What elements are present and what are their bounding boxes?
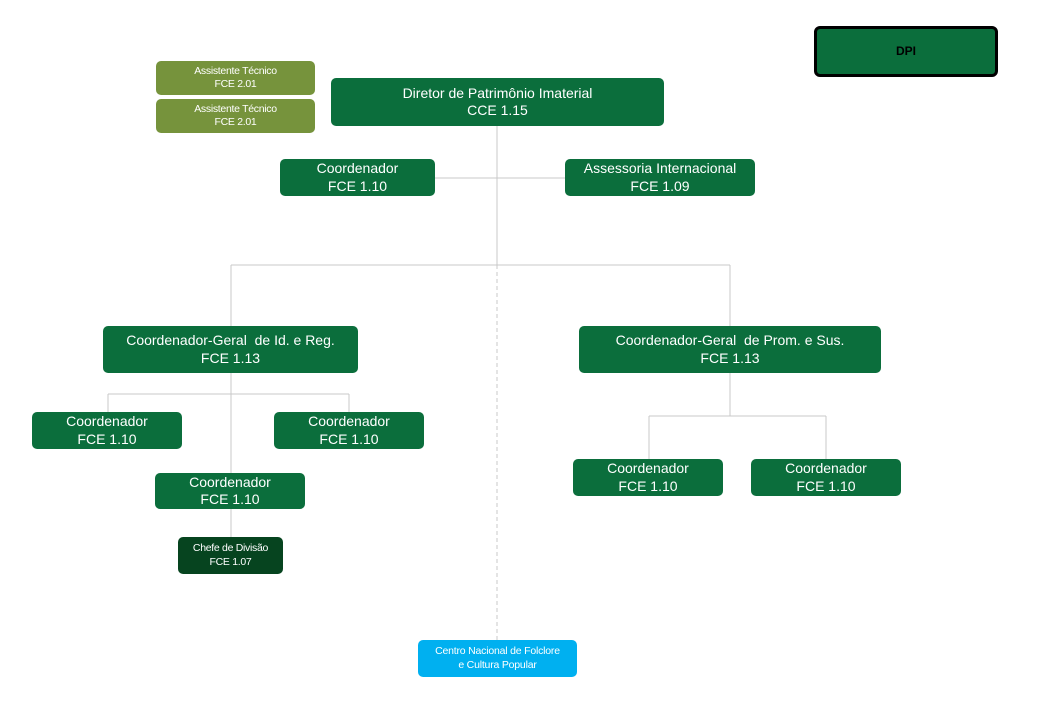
cg-prom-code: FCE 1.13 <box>700 349 760 366</box>
cg-id-coordinator-box: Coordenador FCE 1.10 <box>274 412 424 449</box>
cg-id-title: Coordenador-Geral de Id. e Reg. <box>126 332 335 348</box>
cg-prom-title: Coordenador-Geral de Prom. e Sus. <box>615 332 845 348</box>
cg-id-coordinator-box: Coordenador FCE 1.10 <box>32 412 182 449</box>
division-chief-code: FCE 1.07 <box>209 555 252 568</box>
center-line-1: Centro Nacional de Folclore <box>435 645 560 658</box>
director-code: CCE 1.15 <box>467 102 528 118</box>
assistant-box-2: Assistente Técnico FCE 2.01 <box>156 99 315 133</box>
international-code: FCE 1.09 <box>630 177 690 194</box>
staff-coordinator-box: Coordenador FCE 1.10 <box>280 159 435 196</box>
coordinator-code: FCE 1.10 <box>200 491 260 507</box>
coordinator-title: Coordenador <box>66 413 148 429</box>
division-chief-title: Chefe de Divisão <box>192 542 269 555</box>
cg-id-coordinator-box: Coordenador FCE 1.10 <box>155 473 305 509</box>
coordinator-code: FCE 1.10 <box>796 477 856 494</box>
coordinator-title: Coordenador <box>189 473 271 490</box>
coordinator-code: FCE 1.10 <box>618 477 678 494</box>
center-box: Centro Nacional de Folclore e Cultura Po… <box>418 640 577 677</box>
cg-id-box: Coordenador-Geral de Id. e Reg. FCE 1.13 <box>103 326 358 373</box>
dpi-legend-box: DPI <box>814 26 998 77</box>
director-box: Diretor de Patrimônio Imaterial CCE 1.15 <box>331 78 664 126</box>
coordinator-code: FCE 1.10 <box>327 177 388 194</box>
cg-id-code: FCE 1.13 <box>200 349 261 366</box>
international-title: Assessoria Internacional <box>583 160 737 176</box>
assistant-box-1: Assistente Técnico FCE 2.01 <box>156 61 315 95</box>
coordinator-code: FCE 1.10 <box>319 430 379 447</box>
coordinator-title: Coordenador <box>785 460 867 476</box>
assistant-code: FCE 2.01 <box>214 116 257 128</box>
international-advisory-box: Assessoria Internacional FCE 1.09 <box>565 159 755 196</box>
coordinator-title: Coordenador <box>308 413 390 429</box>
cg-prom-coordinator-box: Coordenador FCE 1.10 <box>573 459 723 496</box>
coordinator-title: Coordenador <box>316 160 399 176</box>
center-line-2: e Cultura Popular <box>458 658 537 671</box>
assistant-title: Assistente Técnico <box>194 64 277 77</box>
assistant-code: FCE 2.01 <box>214 78 257 90</box>
dpi-legend-label: DPI <box>895 44 916 58</box>
cg-prom-coordinator-box: Coordenador FCE 1.10 <box>751 459 901 496</box>
cg-prom-box: Coordenador-Geral de Prom. e Sus. FCE 1.… <box>579 326 881 373</box>
director-title: Diretor de Patrimônio Imaterial <box>402 84 593 101</box>
coordinator-code: FCE 1.10 <box>77 430 137 447</box>
division-chief-box: Chefe de Divisão FCE 1.07 <box>178 537 283 574</box>
coordinator-title: Coordenador <box>607 460 689 476</box>
assistant-title: Assistente Técnico <box>194 102 277 115</box>
